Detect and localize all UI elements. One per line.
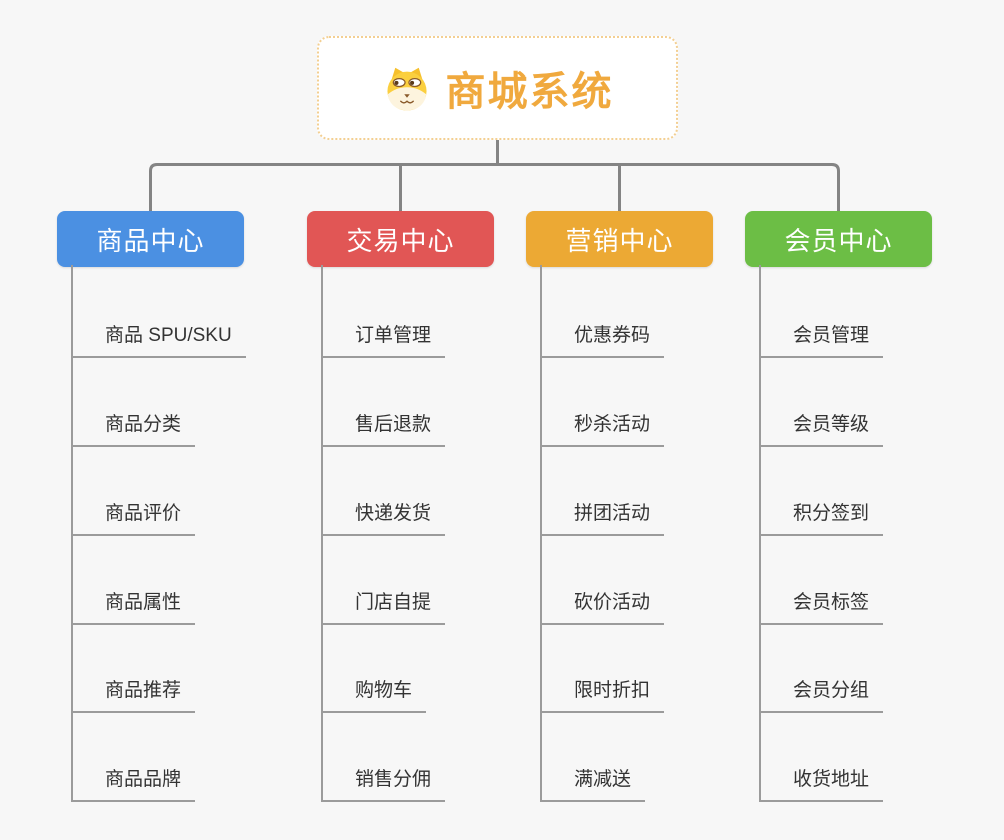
branch-trunk-line bbox=[759, 265, 761, 800]
leaf-item[interactable]: 商品品牌 bbox=[71, 766, 196, 802]
leaf-item[interactable]: 砍价活动 bbox=[540, 589, 665, 625]
branch-trunk-line bbox=[71, 265, 73, 800]
leaf-item[interactable]: 积分签到 bbox=[759, 500, 884, 536]
leaf-item[interactable]: 销售分佣 bbox=[321, 766, 446, 802]
leaf-item[interactable]: 拼团活动 bbox=[540, 500, 665, 536]
leaf-item[interactable]: 优惠券码 bbox=[540, 322, 665, 358]
leaf-item[interactable]: 会员分组 bbox=[759, 677, 884, 713]
leaf-item[interactable]: 满减送 bbox=[540, 766, 646, 802]
branch-trunk-line bbox=[540, 265, 542, 800]
leaf-item[interactable]: 快递发货 bbox=[321, 500, 446, 536]
leaf-item[interactable]: 限时折扣 bbox=[540, 677, 665, 713]
leaf-item[interactable]: 收货地址 bbox=[759, 766, 884, 802]
branch-box-trade[interactable]: 交易中心 bbox=[307, 211, 494, 267]
leaf-item[interactable]: 商品属性 bbox=[71, 589, 196, 625]
branch-box-members[interactable]: 会员中心 bbox=[745, 211, 932, 267]
leaf-item[interactable]: 秒杀活动 bbox=[540, 411, 665, 447]
leaf-item[interactable]: 商品评价 bbox=[71, 500, 196, 536]
root-node[interactable]: 商城系统 bbox=[317, 36, 678, 140]
dog-face-icon bbox=[386, 67, 427, 111]
leaf-item[interactable]: 商品推荐 bbox=[71, 677, 196, 713]
leaf-item[interactable]: 会员等级 bbox=[759, 411, 884, 447]
leaf-item[interactable]: 门店自提 bbox=[321, 589, 446, 625]
leaf-item[interactable]: 订单管理 bbox=[321, 322, 446, 358]
leaf-item[interactable]: 商品分类 bbox=[71, 411, 196, 447]
branch-trunk-line bbox=[321, 265, 323, 800]
leaf-item[interactable]: 售后退款 bbox=[321, 411, 446, 447]
branch-box-marketing[interactable]: 营销中心 bbox=[526, 211, 713, 267]
leaf-item[interactable]: 购物车 bbox=[321, 677, 427, 713]
branch-box-products[interactable]: 商品中心 bbox=[57, 211, 244, 267]
leaf-item[interactable]: 会员管理 bbox=[759, 322, 884, 358]
root-title: 商城系统 bbox=[445, 70, 614, 114]
leaf-item[interactable]: 会员标签 bbox=[759, 589, 884, 625]
leaf-item[interactable]: 商品 SPU/SKU bbox=[71, 322, 246, 358]
